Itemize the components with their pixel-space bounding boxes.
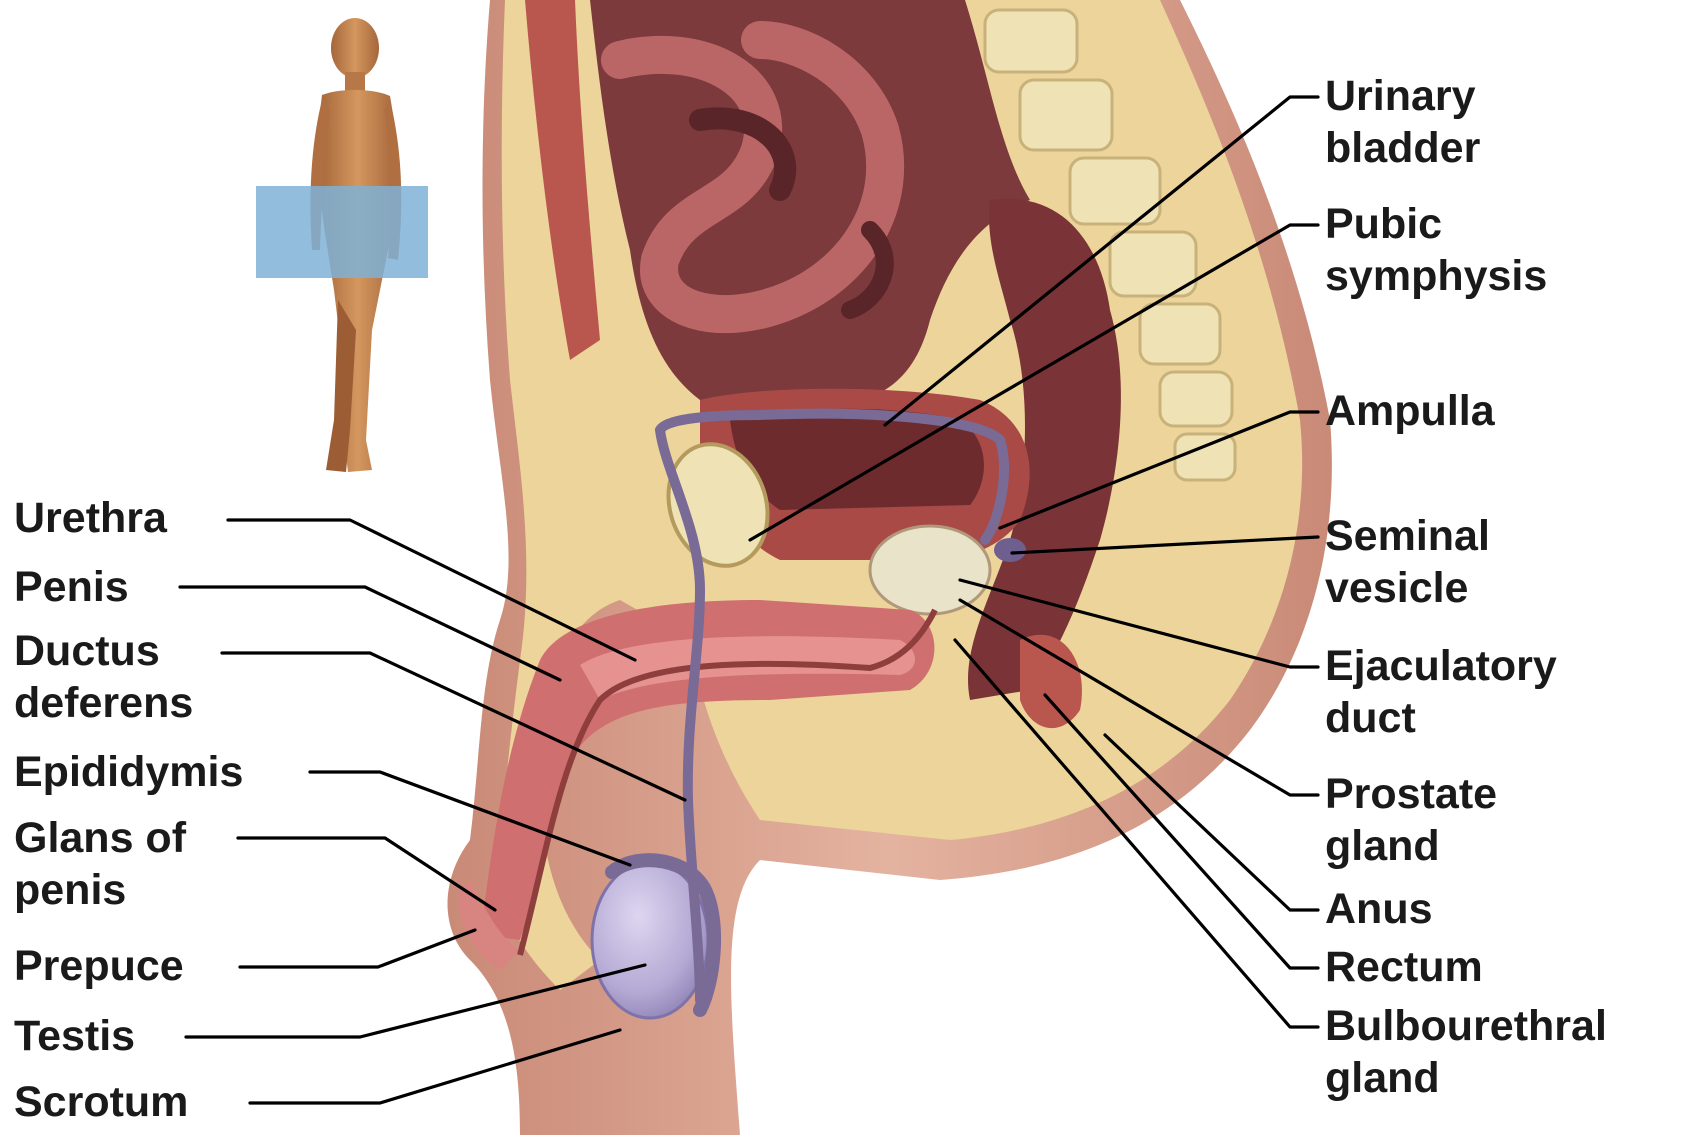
label-ductus-deferens: Ductus deferens bbox=[14, 625, 193, 729]
prostate-tissue bbox=[870, 526, 990, 614]
label-bulbourethral-gland: Bulbourethral gland bbox=[1325, 1000, 1607, 1104]
label-seminal-vesicle: Seminal vesicle bbox=[1325, 510, 1490, 614]
section-box bbox=[256, 186, 428, 278]
label-anus: Anus bbox=[1325, 883, 1433, 935]
label-glans-of-penis: Glans of penis bbox=[14, 812, 186, 916]
label-penis: Penis bbox=[14, 561, 129, 613]
label-epididymis: Epididymis bbox=[14, 746, 243, 798]
label-rectum: Rectum bbox=[1325, 941, 1483, 993]
label-prostate-gland: Prostate gland bbox=[1325, 768, 1497, 872]
label-scrotum: Scrotum bbox=[14, 1076, 188, 1128]
figure-head bbox=[331, 18, 379, 78]
label-ejaculatory-duct: Ejaculatory duct bbox=[1325, 640, 1557, 744]
label-testis: Testis bbox=[14, 1010, 135, 1062]
label-prepuce: Prepuce bbox=[14, 940, 184, 992]
label-ampulla: Ampulla bbox=[1325, 385, 1495, 437]
label-urinary-bladder: Urinary bladder bbox=[1325, 70, 1480, 174]
reference-figure bbox=[256, 18, 428, 472]
label-pubic-symphysis: Pubic symphysis bbox=[1325, 198, 1547, 302]
leader-prepuce bbox=[240, 930, 475, 967]
seminal-vesicle-tissue bbox=[994, 538, 1026, 562]
label-urethra: Urethra bbox=[14, 492, 167, 544]
